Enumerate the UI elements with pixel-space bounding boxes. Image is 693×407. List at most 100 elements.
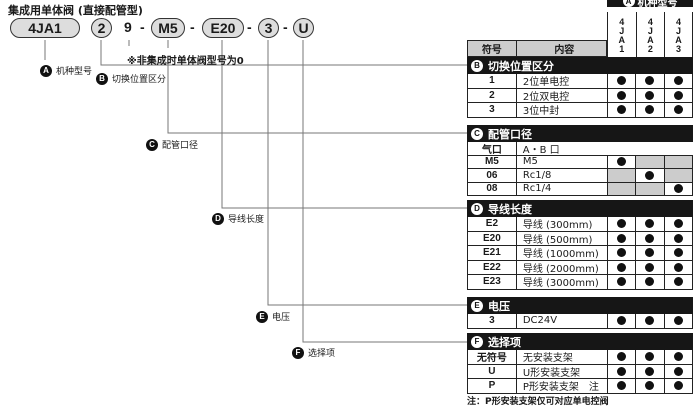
page-title: 集成用单体阀 (直接配管型)	[8, 4, 143, 17]
availability-cell	[608, 314, 637, 328]
available-dot	[645, 170, 655, 180]
model-name: 4JA1	[616, 16, 627, 53]
available-dot	[673, 105, 683, 115]
available-dot	[616, 90, 626, 100]
port-value: A・B 口	[522, 144, 560, 156]
content-header: 内容	[517, 41, 607, 56]
table-row: 无符号无安装支架	[467, 350, 693, 365]
available-dot	[645, 90, 655, 100]
availability-cell	[636, 379, 665, 393]
content: U形安装支架	[517, 364, 608, 379]
availability-cell	[636, 103, 665, 117]
content: 导线 (2000mm)	[517, 260, 608, 275]
availability-cell	[608, 217, 637, 231]
available-dot	[616, 381, 626, 391]
content: M5	[517, 155, 608, 168]
availability-cell	[636, 217, 665, 231]
availability-cell	[636, 182, 665, 195]
availability-cell	[607, 182, 637, 195]
code-position: 2	[91, 18, 112, 38]
availability-cell	[608, 379, 637, 393]
section-letter: F	[471, 335, 483, 348]
availability-cell	[636, 275, 665, 289]
availability-cell	[608, 88, 637, 102]
content: 导线 (500mm)	[517, 231, 608, 246]
availability-cell	[607, 169, 637, 182]
availability-cell	[664, 169, 693, 182]
footnote: 注：P形安装支架仅可对应单电控阀	[467, 397, 609, 407]
manifold-note: ※非集成时单体阀型号为0	[127, 56, 244, 67]
availability-cell	[636, 260, 665, 274]
available-dot	[673, 90, 683, 100]
availability-cell	[608, 350, 637, 364]
availability-cell	[608, 260, 637, 274]
model-column-3: 4JA3	[664, 12, 693, 57]
availability-cell	[665, 260, 693, 274]
content: 2位双电控	[517, 88, 608, 103]
content: 导线 (1000mm)	[517, 246, 608, 260]
available-dot	[645, 248, 655, 258]
available-dot	[616, 248, 626, 258]
available-dot	[673, 262, 683, 272]
symbol: 08	[468, 182, 517, 195]
available-dot	[616, 262, 626, 272]
dash: -	[140, 19, 145, 35]
available-dot	[616, 105, 626, 115]
available-dot	[616, 277, 626, 287]
available-dot	[645, 76, 655, 86]
available-dot	[616, 76, 626, 86]
available-dot	[673, 381, 683, 391]
available-dot	[645, 219, 655, 229]
code-option: U	[293, 18, 314, 38]
symbol: P	[468, 379, 517, 393]
model-column-2: 4JA2	[635, 12, 665, 57]
availability-cell	[664, 155, 693, 168]
available-dot	[673, 248, 683, 258]
port-label: 气口	[468, 142, 517, 156]
symbol: 1	[468, 74, 517, 88]
available-dot	[616, 157, 626, 167]
availability-cell	[636, 246, 665, 260]
availability-cell	[636, 231, 665, 245]
available-dot	[673, 316, 683, 326]
code-manifold: 9	[124, 19, 132, 35]
dash: -	[283, 19, 288, 35]
code-lead: E20	[202, 18, 244, 38]
section-title: 配管口径	[488, 127, 532, 141]
availability-cell	[665, 103, 693, 117]
symbol: 3	[468, 103, 517, 117]
symbol: E21	[468, 246, 517, 260]
availability-cell	[608, 155, 637, 168]
content: 3位中封	[517, 103, 608, 117]
availability-cell	[636, 88, 665, 102]
content: 导线 (3000mm)	[517, 275, 608, 289]
availability-cell	[636, 314, 665, 328]
availability-cell	[665, 231, 693, 245]
content: 无安装支架	[517, 350, 608, 364]
symbol: 无符号	[468, 350, 517, 364]
available-dot	[645, 277, 655, 287]
available-dot	[616, 352, 626, 362]
dash: -	[247, 19, 252, 35]
available-dot	[673, 366, 683, 376]
section-title: 电压	[488, 299, 510, 313]
availability-cell	[636, 350, 665, 364]
available-dot	[645, 233, 655, 243]
availability-cell	[636, 364, 665, 378]
